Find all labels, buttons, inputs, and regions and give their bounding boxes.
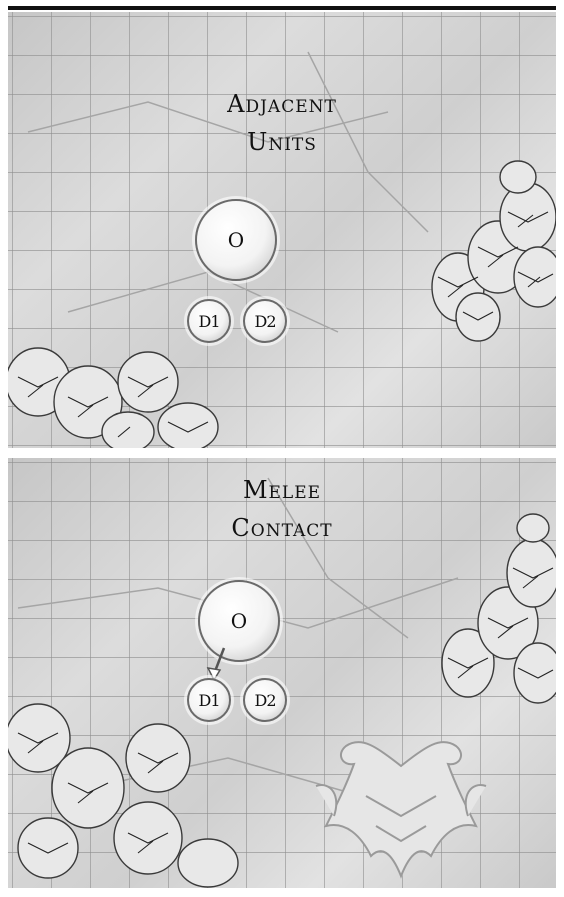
forest-icon bbox=[418, 157, 556, 347]
unit-token-d2-label: D2 bbox=[254, 691, 275, 710]
double-headed-eagle-icon bbox=[306, 726, 496, 888]
title-line-1: Adjacent bbox=[8, 92, 556, 116]
officer-token[interactable]: O bbox=[195, 199, 277, 281]
unit-token-d2-label: D2 bbox=[254, 312, 275, 331]
officer-token-label: O bbox=[231, 609, 247, 633]
unit-token-d2[interactable]: D2 bbox=[243, 678, 287, 722]
title-line-2: Units bbox=[8, 130, 556, 154]
unit-token-d2[interactable]: D2 bbox=[243, 299, 287, 343]
forest-icon bbox=[418, 513, 556, 713]
title-line-1: Melee bbox=[8, 478, 556, 502]
officer-token-label: O bbox=[228, 228, 244, 252]
panel-title: Adjacent Units bbox=[8, 92, 556, 154]
diagram-panel-adjacent-units: Adjacent Units O D1 D2 bbox=[8, 12, 556, 448]
top-rule bbox=[8, 6, 556, 10]
unit-token-d1-label: D1 bbox=[198, 312, 219, 331]
diagram-panel-melee-contact: Melee Contact O D1 D2 bbox=[8, 458, 556, 888]
forest-icon bbox=[8, 698, 248, 888]
forest-icon bbox=[8, 332, 228, 448]
panel-divider bbox=[8, 448, 556, 458]
